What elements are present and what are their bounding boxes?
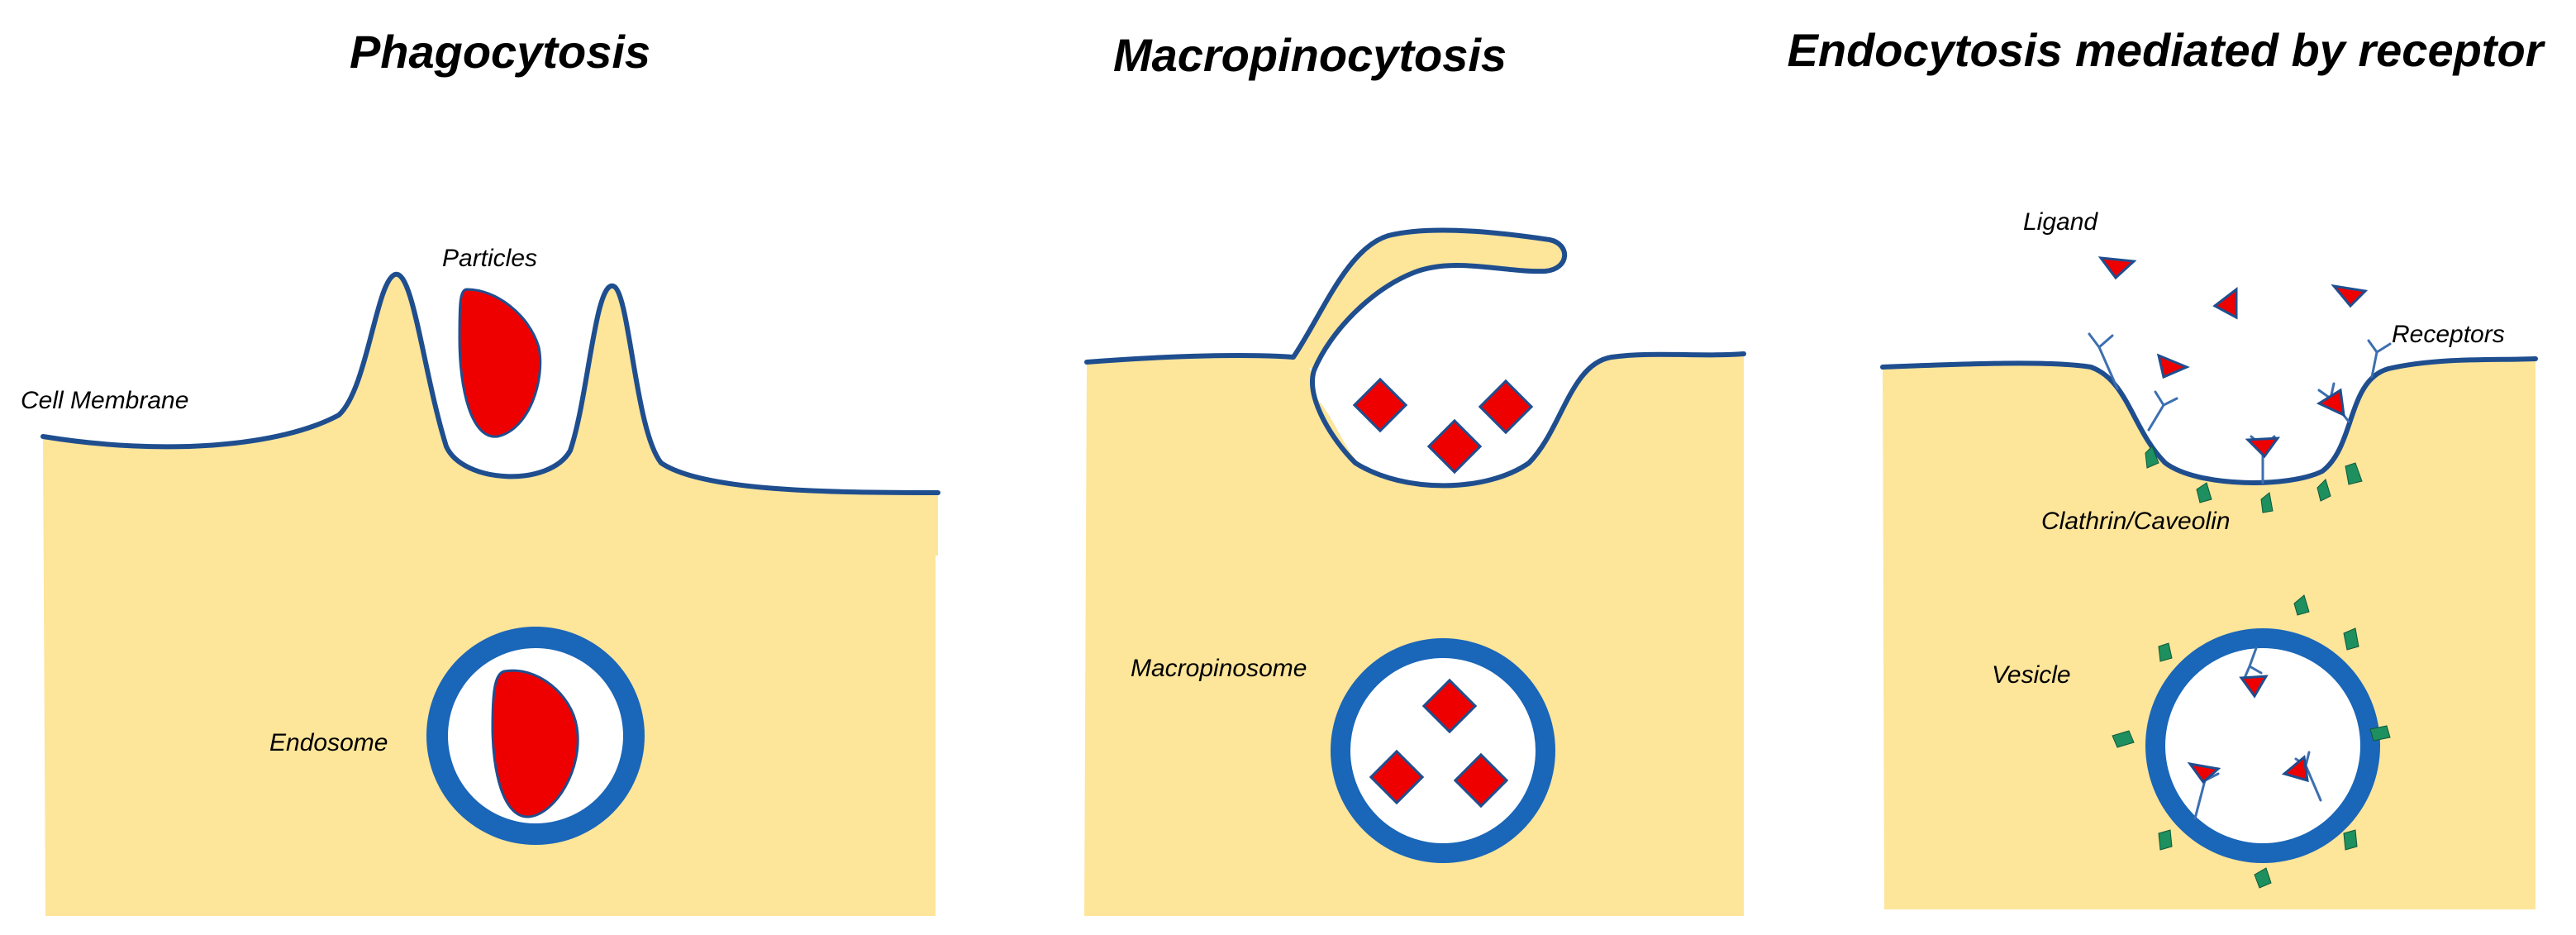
membrane-ruffle [1291, 227, 1568, 372]
cargo-square [1426, 418, 1483, 475]
particles-label: Particles [442, 245, 537, 272]
receptor-endocytosis-panel: Endocytosis mediated by receptor [1788, 24, 2546, 909]
receptor-membrane [1880, 356, 2538, 485]
ligand-label: Ligand [2023, 208, 2098, 236]
receptors-label: Receptors [2392, 321, 2505, 348]
macropinosome-cargo [1369, 749, 1425, 805]
cargo-square [1478, 379, 1534, 435]
endosome [426, 627, 645, 845]
vesicle [2112, 594, 2391, 889]
macropinocytosis-membrane [1084, 351, 1746, 489]
particle-shape [458, 288, 542, 438]
cell-membrane-label: Cell Membrane [21, 387, 188, 414]
macropinosome-cargo [1453, 752, 1509, 809]
macropinocytosis-cytoplasm [1084, 354, 1744, 916]
macropinosome-cargo [1421, 678, 1478, 734]
receptor-endocytosis-title: Endocytosis mediated by receptor [1788, 24, 2546, 76]
endosome-particle [491, 669, 579, 818]
macropinosome-label: Macropinosome [1131, 655, 1307, 682]
ligands-group [2097, 256, 2369, 459]
macropinocytosis-title: Macropinocytosis [1113, 29, 1507, 81]
phagocytosis-title: Phagocytosis [350, 26, 650, 78]
macropinocytosis-panel: Macropinocytosis Macropinosome [1084, 29, 1746, 916]
macropinosome [1331, 638, 1555, 863]
phagocytosis-panel: Phagocytosis Particles Cell Membrane End… [21, 26, 940, 916]
cargo-square [1352, 377, 1408, 433]
clathrin-group [2145, 446, 2363, 513]
clathrin-caveolin-label: Clathrin/Caveolin [2041, 508, 2230, 535]
phagocytosis-cytoplasm [43, 274, 938, 916]
phagocytosis-membrane [40, 271, 940, 495]
endosome-label: Endosome [269, 729, 388, 756]
vesicle-label: Vesicle [1992, 661, 2071, 689]
